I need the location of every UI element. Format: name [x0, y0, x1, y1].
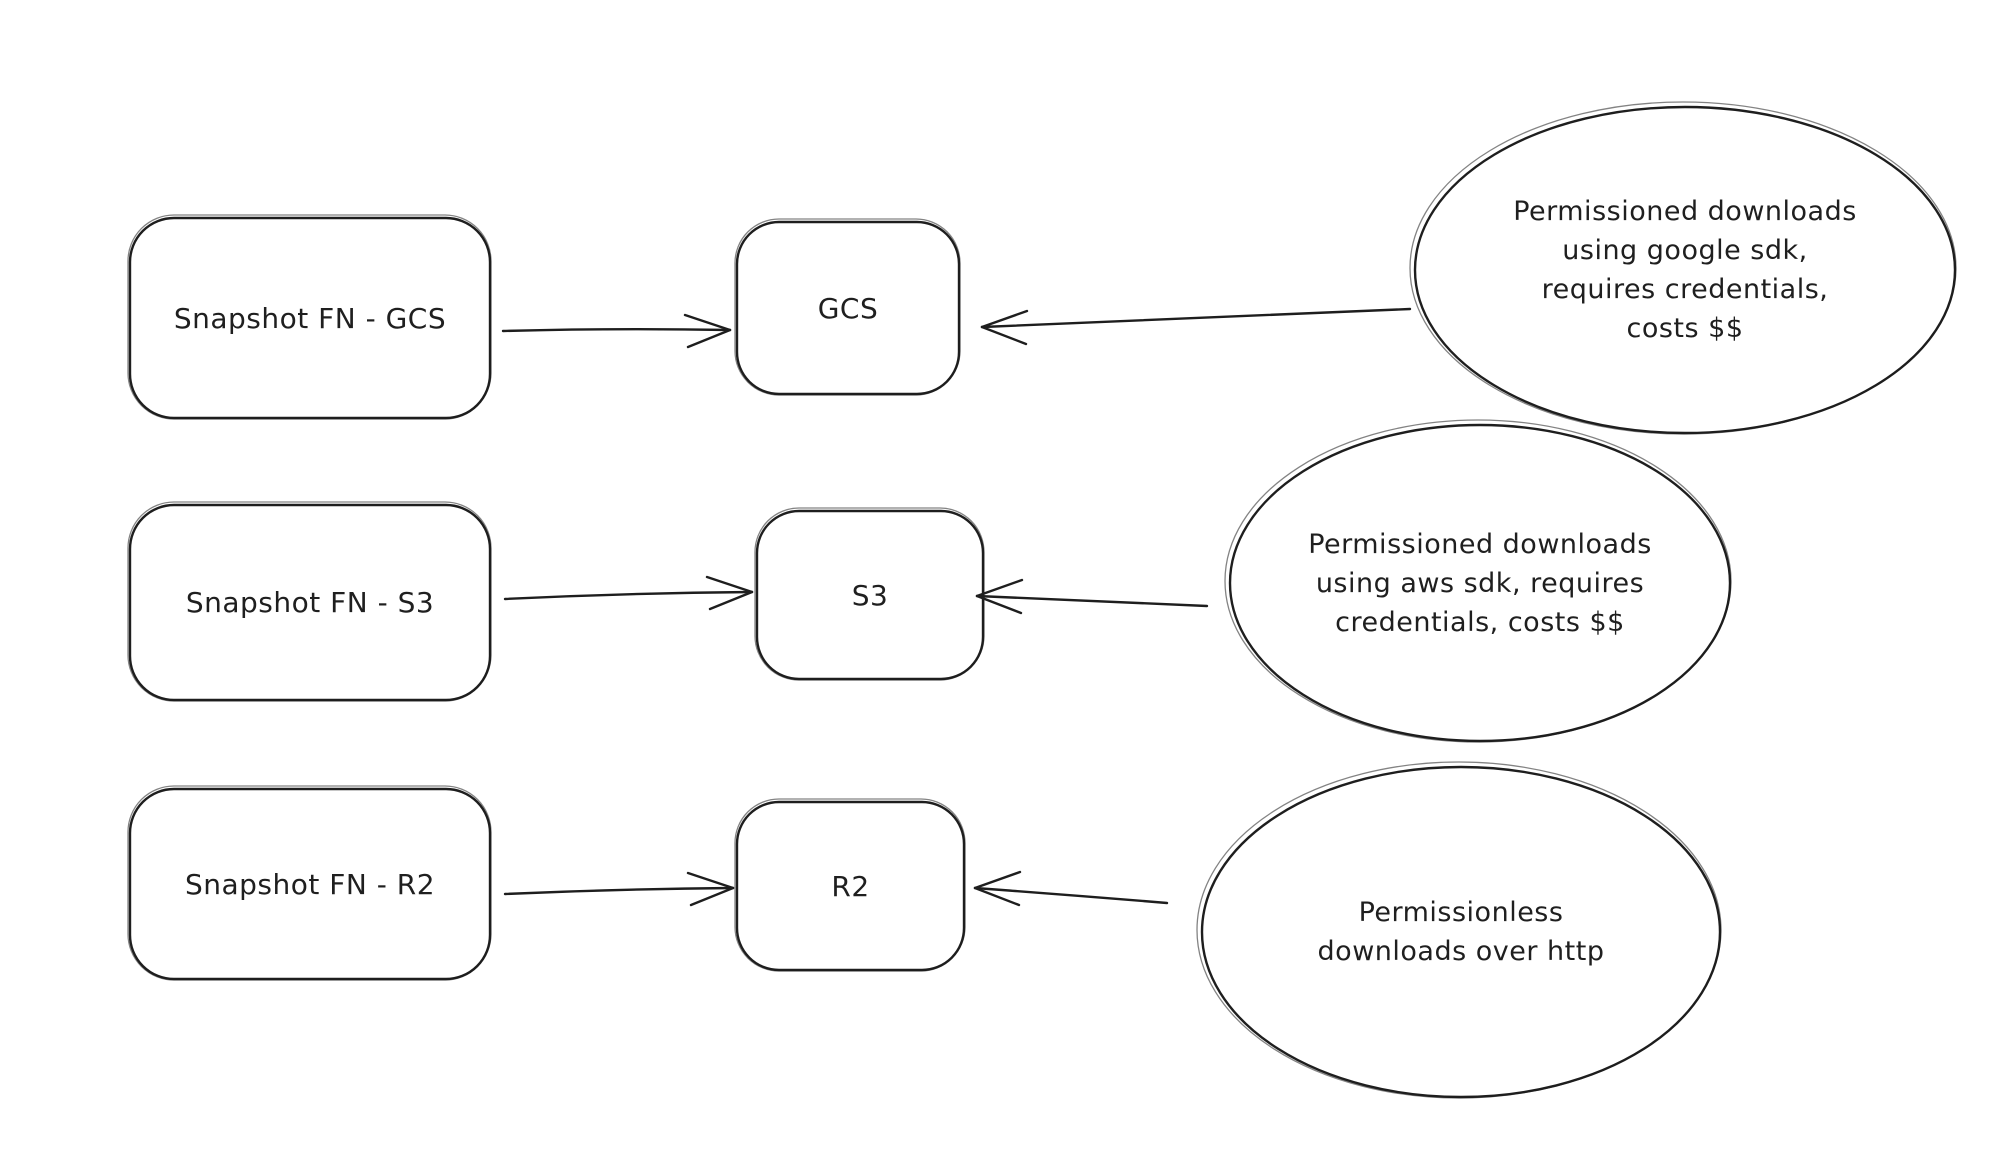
arrow-note-to-target-gcs — [980, 307, 1412, 346]
arrow-note-to-target-r2 — [973, 870, 1169, 907]
target-node-label-s3: S3 — [851, 578, 889, 612]
target-node-shape-gcs — [734, 218, 961, 396]
arrow-source-to-target-r2 — [503, 871, 735, 907]
source-node-shape-gcs — [127, 214, 492, 420]
target-node-label-gcs: GCS — [817, 291, 879, 325]
source-node-label-s3: Snapshot FN - S3 — [185, 586, 435, 619]
target-node-shape-r2 — [734, 798, 966, 972]
arrow-source-to-target-s3 — [503, 575, 754, 611]
note-ellipse-shape-r2 — [1196, 761, 1722, 1099]
arrow-note-to-target-s3 — [975, 578, 1209, 615]
source-node-shape-s3 — [127, 501, 492, 702]
source-node-shape-r2 — [127, 785, 492, 981]
note-ellipse-shape-gcs — [1409, 101, 1957, 435]
source-node-label-gcs: Snapshot FN - GCS — [173, 301, 447, 335]
target-node-label-r2: R2 — [831, 869, 870, 903]
note-ellipse-shape-s3 — [1224, 419, 1732, 743]
arrow-source-to-target-gcs — [501, 313, 732, 349]
source-node-label-r2: Snapshot FN - R2 — [184, 867, 436, 901]
